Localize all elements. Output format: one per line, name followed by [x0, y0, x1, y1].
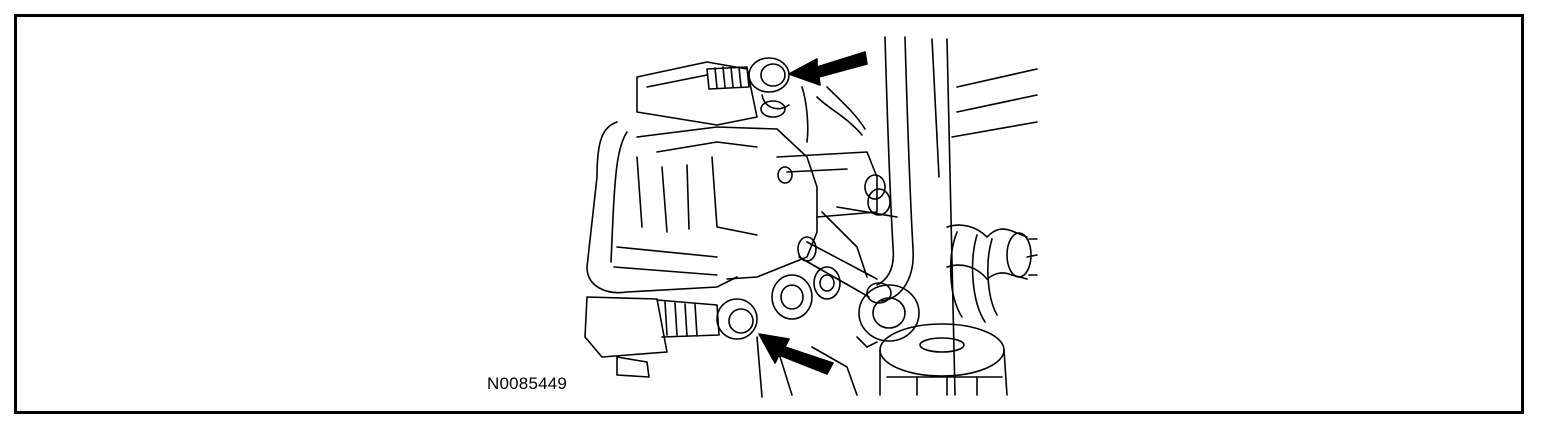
- strut-mount: [879, 323, 1008, 396]
- brake-caliper-illustration: [584, 36, 1038, 398]
- lower-bolt-arrow: [758, 333, 834, 375]
- illustration-frame: N0085449: [14, 14, 1524, 414]
- lower-guide-bolt: [584, 296, 763, 398]
- cv-boot: [946, 224, 1038, 323]
- upper-bolt-arrow: [788, 51, 868, 86]
- figure-id-label: N0085449: [487, 374, 568, 393]
- knuckle-hub: [771, 266, 920, 396]
- background-frame-lines: [931, 38, 1038, 396]
- caliper-body: [586, 61, 898, 294]
- upper-guide-bolt: [706, 57, 866, 143]
